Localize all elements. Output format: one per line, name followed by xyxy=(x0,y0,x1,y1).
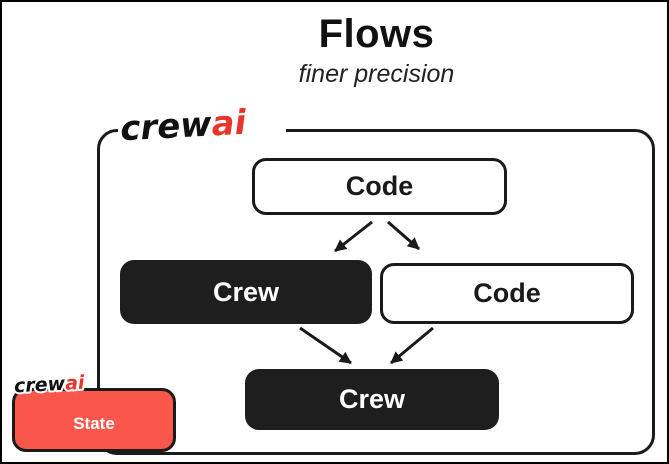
node-code-top-label: Code xyxy=(345,171,414,201)
state-crewai-logo: crewai xyxy=(12,370,88,398)
state-logo-word: crew xyxy=(14,373,67,398)
crewai-logo: crewai xyxy=(116,100,286,148)
logo-word: crew xyxy=(119,105,213,148)
node-code-right-label: Code xyxy=(473,278,541,308)
node-crew-left: Crew xyxy=(120,260,372,324)
state-node: State xyxy=(12,388,176,452)
logo-accent: ai xyxy=(211,103,249,145)
state-node-label: State xyxy=(73,414,115,433)
page-subtitle: finer precision xyxy=(298,60,455,88)
state-crewai-logo-text: crewai xyxy=(14,372,86,398)
page-title: Flows xyxy=(318,12,435,56)
node-code-top: Code xyxy=(252,158,507,215)
node-code-right: Code xyxy=(380,263,634,324)
node-crew-bottom: Crew xyxy=(245,369,499,430)
logo-backdrop xyxy=(118,106,286,142)
crewai-logo-text: crewai xyxy=(119,103,248,148)
node-crew-bottom-label: Crew xyxy=(338,384,406,414)
state-logo-accent: ai xyxy=(65,372,86,395)
node-crew-left-label: Crew xyxy=(212,276,280,307)
